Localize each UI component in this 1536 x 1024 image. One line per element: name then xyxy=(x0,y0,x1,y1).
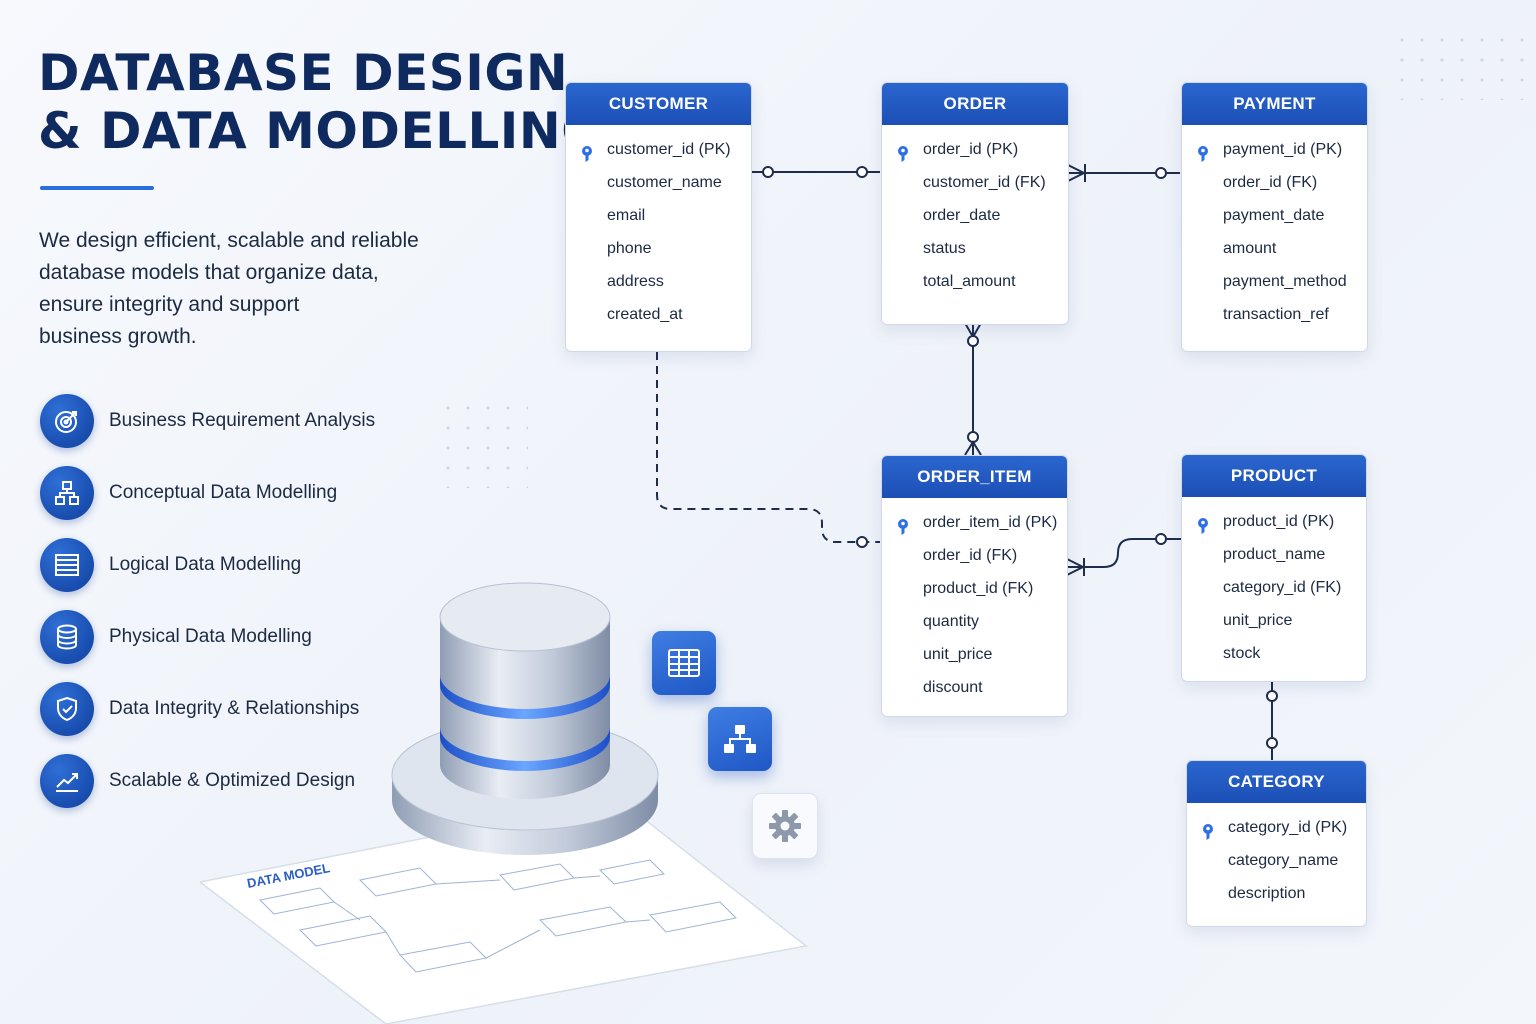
entity-field: amount xyxy=(1223,240,1277,257)
feature-label: Scalable & Optimized Design xyxy=(109,770,356,791)
trend-chart-icon xyxy=(40,754,94,808)
entity-field: created_at xyxy=(607,306,683,323)
entity-order: ORDER order_id (PK) customer_id (FK) ord… xyxy=(881,82,1069,325)
entity-field: product_id (FK) xyxy=(923,580,1034,597)
feature-label: Business Requirement Analysis xyxy=(109,410,376,431)
key-icon xyxy=(896,515,910,548)
entity-customer: CUSTOMER customer_id (PK) customer_name … xyxy=(565,82,752,352)
hierarchy-icon xyxy=(40,466,94,520)
entity-field: payment_id (PK) xyxy=(1182,133,1367,166)
entity-title: CATEGORY xyxy=(1187,761,1366,803)
entity-field: category_name xyxy=(1228,852,1339,869)
entity-field: total_amount xyxy=(923,273,1016,290)
entity-title: ORDER xyxy=(882,83,1068,125)
description-line: We design efficient, scalable and reliab… xyxy=(39,229,419,252)
rel-customer-orderitem xyxy=(656,352,880,548)
entity-field: address xyxy=(607,273,664,290)
entity-title: PAYMENT xyxy=(1182,83,1367,125)
feature-item: Conceptual Data Modelling xyxy=(40,466,375,520)
entity-order-item: ORDER_ITEM order_item_id (PK) order_id (… xyxy=(881,455,1068,717)
entity-title: ORDER_ITEM xyxy=(882,456,1067,498)
rel-orderitem-product xyxy=(1066,533,1181,576)
feature-label: Data Integrity & Relationships xyxy=(109,698,360,719)
title-line-2: & DATA MODELLING xyxy=(38,102,603,160)
entity-field: customer_id (PK) xyxy=(566,133,751,166)
dot-grid xyxy=(438,398,528,488)
entity-field: status xyxy=(923,240,966,257)
feature-list: Business Requirement Analysis Conceptual… xyxy=(40,394,375,826)
entity-field: transaction_ref xyxy=(1223,306,1329,323)
shield-check-icon xyxy=(40,682,94,736)
entity-category: CATEGORY category_id (PK) category_name … xyxy=(1186,760,1367,927)
entity-field: unit_price xyxy=(1223,612,1293,629)
entity-field: quantity xyxy=(923,613,980,630)
feature-label: Physical Data Modelling xyxy=(109,626,312,647)
entity-field: discount xyxy=(923,679,983,696)
database-cylinder-illustration xyxy=(391,582,659,855)
entity-field: email xyxy=(607,207,646,224)
entity-field: product_id (PK) xyxy=(1182,505,1366,538)
key-icon xyxy=(1201,820,1215,853)
gear-icon xyxy=(752,793,818,859)
rel-customer-order xyxy=(751,166,880,178)
feature-item: Physical Data Modelling xyxy=(40,610,375,664)
entity-field: customer_name xyxy=(607,174,722,191)
entity-field: phone xyxy=(607,240,652,257)
entity-field: description xyxy=(1228,885,1306,902)
hierarchy-icon xyxy=(708,707,772,771)
rel-product-category xyxy=(1266,680,1278,760)
feature-item: Logical Data Modelling xyxy=(40,538,375,592)
feature-label: Conceptual Data Modelling xyxy=(109,482,338,503)
entity-field: unit_price xyxy=(923,646,993,663)
entity-field: order_date xyxy=(923,207,1001,224)
entity-title: CUSTOMER xyxy=(566,83,751,125)
feature-item: Business Requirement Analysis xyxy=(40,394,375,448)
entity-field: payment_method xyxy=(1223,273,1347,290)
key-icon xyxy=(896,142,910,175)
entity-title: PRODUCT xyxy=(1182,455,1366,497)
table-list-icon xyxy=(40,538,94,592)
entity-field: customer_id (FK) xyxy=(923,174,1046,191)
entity-payment: PAYMENT payment_id (PK) order_id (FK) pa… xyxy=(1181,82,1368,352)
description-line: business growth. xyxy=(39,325,197,348)
title-underline xyxy=(40,186,154,190)
key-icon xyxy=(1196,142,1210,175)
entity-field: order_id (FK) xyxy=(923,547,1018,564)
key-icon xyxy=(580,142,594,175)
rel-order-payment xyxy=(1067,164,1180,182)
entity-field: stock xyxy=(1223,645,1261,662)
table-grid-icon xyxy=(652,631,716,695)
description-line: database models that organize data, xyxy=(39,261,379,284)
rel-order-orderitem xyxy=(964,322,982,456)
dot-grid xyxy=(1392,30,1532,100)
entity-product: PRODUCT product_id (PK) product_name cat… xyxy=(1181,454,1367,682)
title-line-1: DATABASE DESIGN xyxy=(38,44,569,102)
data-model-sheet: DATA MODEL xyxy=(200,799,808,1024)
target-icon xyxy=(40,394,94,448)
entity-field: category_id (FK) xyxy=(1223,579,1342,596)
feature-item: Data Integrity & Relationships xyxy=(40,682,375,736)
entity-field: product_name xyxy=(1223,546,1326,563)
key-icon xyxy=(1196,514,1210,547)
description-line: ensure integrity and support xyxy=(39,293,300,316)
database-icon xyxy=(40,610,94,664)
entity-field: order_item_id (PK) xyxy=(882,506,1067,539)
feature-item: Scalable & Optimized Design xyxy=(40,754,375,808)
description: We design efficient, scalable and reliab… xyxy=(39,225,459,353)
entity-field: payment_date xyxy=(1223,207,1325,224)
entity-field: order_id (FK) xyxy=(1223,174,1318,191)
feature-label: Logical Data Modelling xyxy=(109,554,302,575)
entity-field: order_id (PK) xyxy=(882,133,1068,166)
entity-field: category_id (PK) xyxy=(1187,811,1366,844)
page-title: DATABASE DESIGN & DATA MODELLING xyxy=(38,44,603,160)
